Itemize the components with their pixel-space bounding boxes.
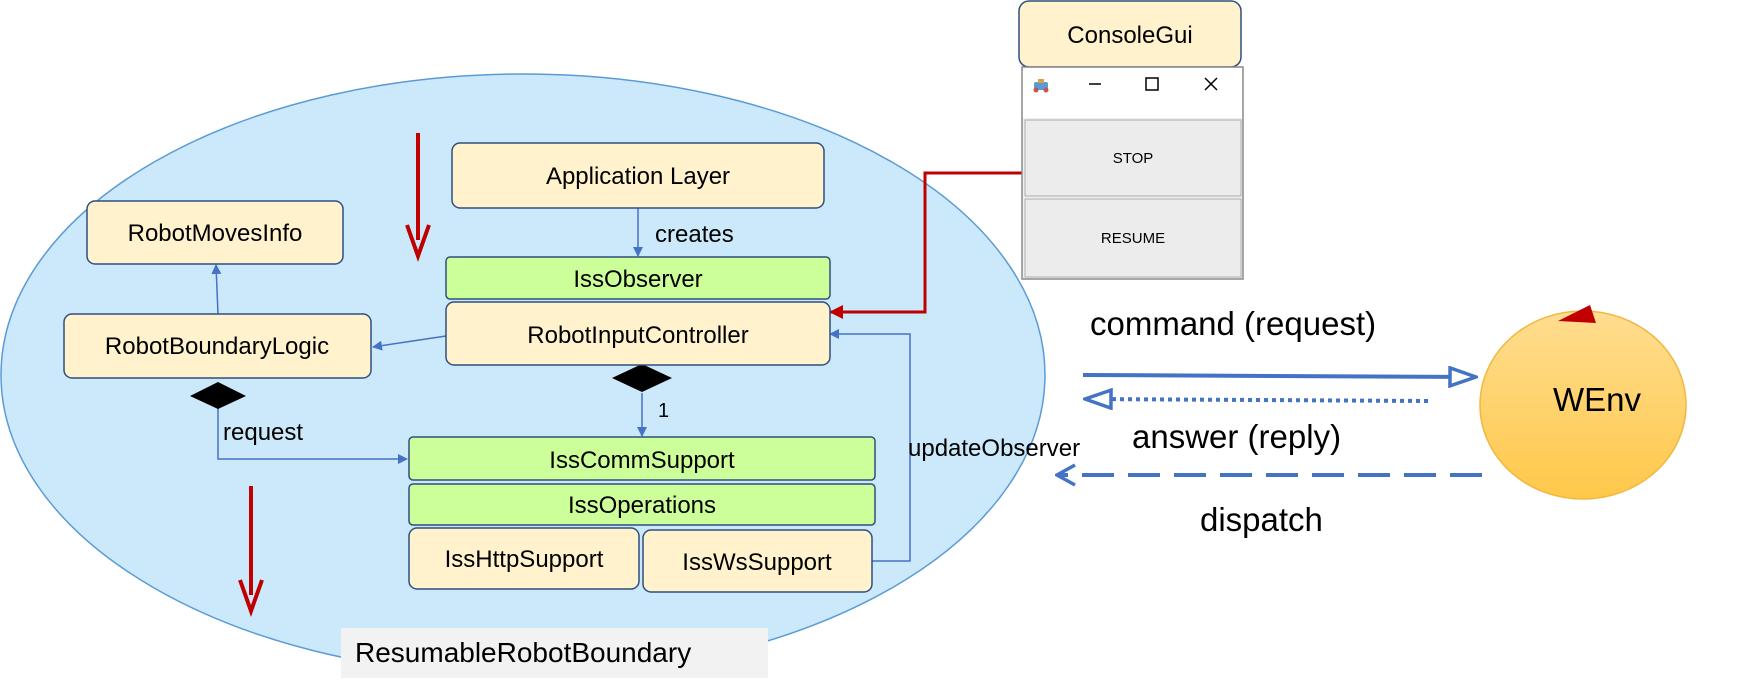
robot-input-controller-label: RobotInputController xyxy=(527,322,748,349)
dispatch-label: dispatch xyxy=(1200,501,1323,538)
application-layer-box: Application Layer xyxy=(451,142,825,209)
iss-operations-box: IssOperations xyxy=(408,483,876,526)
red-down-arrow-bottom xyxy=(238,486,264,617)
console-gui-box: ConsoleGui xyxy=(1018,0,1242,68)
command-arrow xyxy=(1082,375,1476,377)
stop-button-label: STOP xyxy=(1113,150,1154,167)
command-label: command (request) xyxy=(1090,305,1376,342)
red-down-arrow-top xyxy=(405,133,431,262)
answer-label: answer (reply) xyxy=(1132,418,1341,455)
iss-observer-box: IssObserver xyxy=(445,256,831,300)
controller-to-boundary-logic-link xyxy=(372,335,447,351)
request-label: request xyxy=(223,419,303,446)
composition-diamond-controller xyxy=(612,364,672,392)
wenv-marker-icon xyxy=(1558,305,1596,323)
iss-ws-support-label: IssWsSupport xyxy=(682,549,832,576)
request-link xyxy=(217,408,408,464)
resume-button-label: RESUME xyxy=(1101,230,1165,247)
robot-moves-info-box: RobotMovesInfo xyxy=(86,200,344,265)
close-icon[interactable] xyxy=(1204,77,1218,91)
iss-comm-support-label: IssCommSupport xyxy=(549,447,735,474)
resume-button[interactable]: RESUME xyxy=(1024,198,1242,278)
iss-http-support-box: IssHttpSupport xyxy=(408,527,640,590)
app-icon xyxy=(1033,79,1049,93)
iss-comm-support-box: IssCommSupport xyxy=(408,436,876,481)
robot-moves-info-label: RobotMovesInfo xyxy=(128,220,303,247)
iss-ws-support-box: IssWsSupport xyxy=(642,529,873,593)
iss-operations-label: IssOperations xyxy=(568,492,716,519)
update-observer-label: updateObserver xyxy=(908,435,1080,462)
boundary-caption-label: ResumableRobotBoundary xyxy=(355,637,691,668)
console-gui-label: ConsoleGui xyxy=(1067,22,1192,49)
robot-boundary-logic-box: RobotBoundaryLogic xyxy=(63,313,372,379)
composition-diamond-logic xyxy=(190,382,246,409)
wenv-label: WEnv xyxy=(1553,381,1642,418)
console-to-controller-link xyxy=(829,171,1025,319)
robot-boundary-logic-label: RobotBoundaryLogic xyxy=(105,333,329,360)
boundary-caption: ResumableRobotBoundary xyxy=(341,628,768,678)
iss-http-support-label: IssHttpSupport xyxy=(445,546,604,573)
multiplicity-label: 1 xyxy=(658,400,669,422)
wenv-node: WEnv xyxy=(1479,305,1687,500)
robot-input-controller-box: RobotInputController xyxy=(445,301,831,366)
console-window: STOP RESUME xyxy=(1021,66,1244,280)
stop-button[interactable]: STOP xyxy=(1024,119,1242,197)
iss-observer-label: IssObserver xyxy=(573,266,702,293)
maximize-icon[interactable] xyxy=(1145,77,1159,91)
update-observer-link xyxy=(829,329,911,562)
logic-to-moves-info-link xyxy=(211,264,222,315)
creates-label: creates xyxy=(655,221,734,248)
application-layer-label: Application Layer xyxy=(546,163,730,190)
answer-arrow xyxy=(1085,399,1429,401)
